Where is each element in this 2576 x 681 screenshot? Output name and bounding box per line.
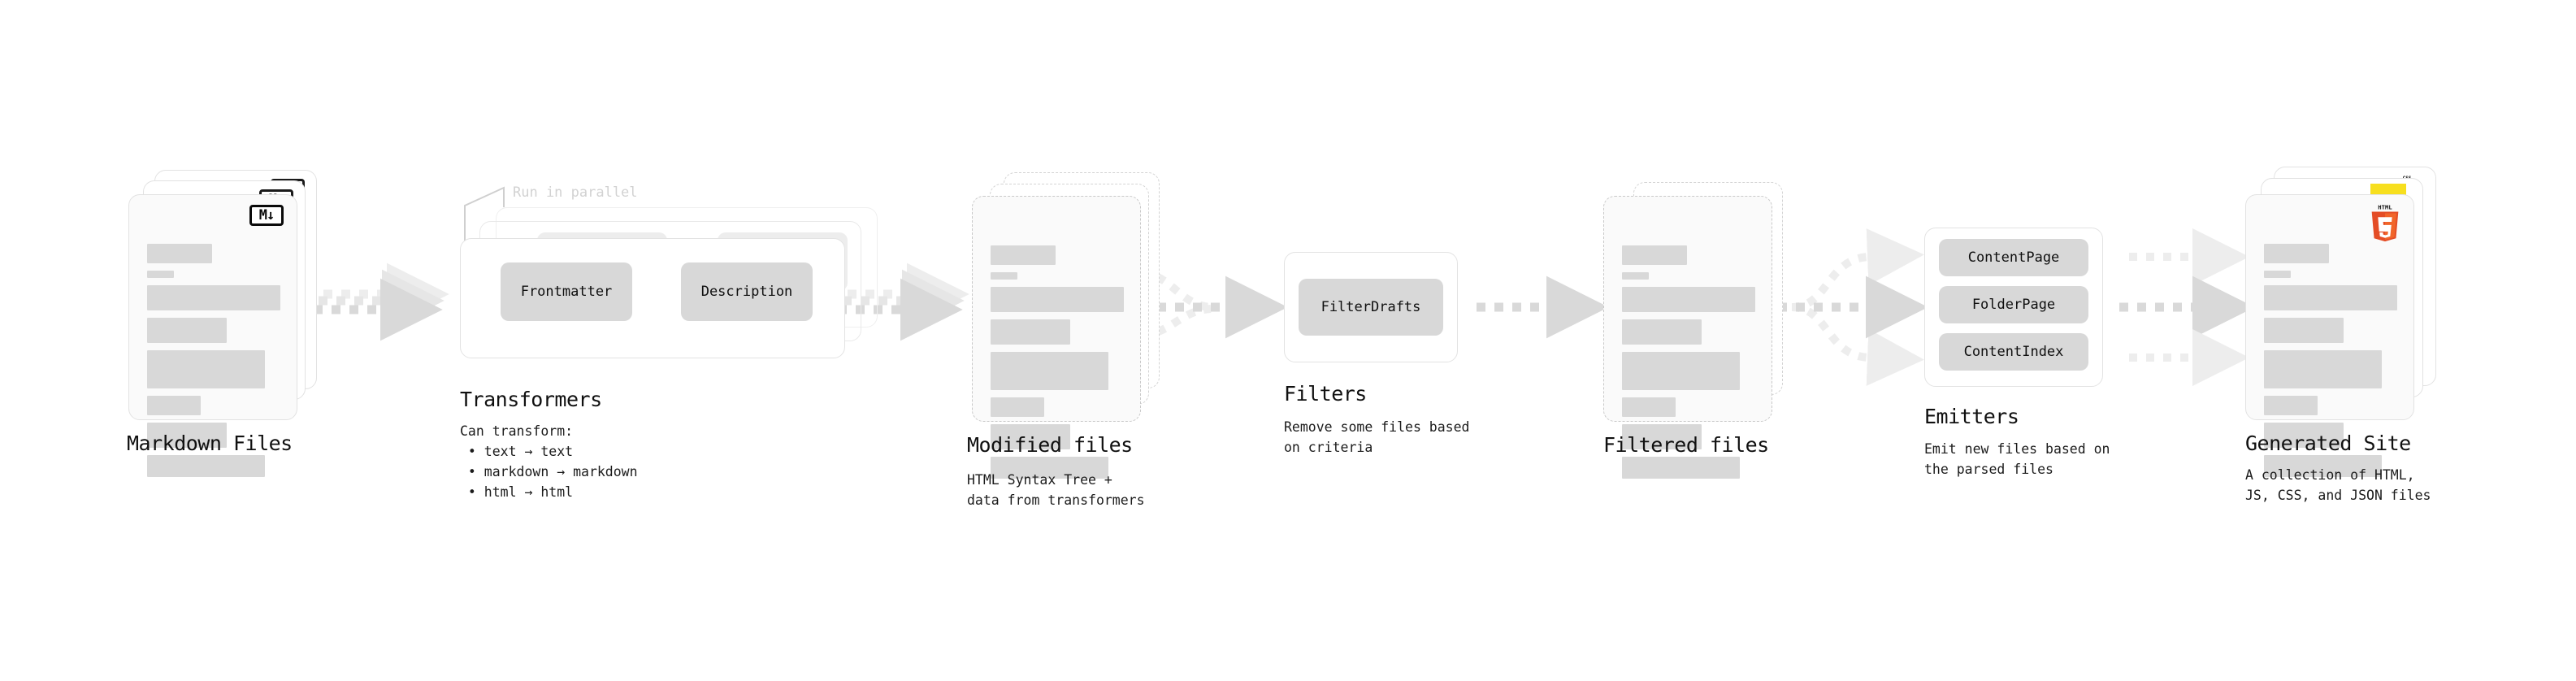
- connector-filtered-to-emitters: [1778, 228, 1928, 386]
- filter-chip-filterdrafts[interactable]: FilterDrafts: [1299, 279, 1443, 336]
- run-in-parallel-label: Run in parallel: [513, 184, 638, 201]
- document-skeleton: [2264, 223, 2397, 484]
- markdown-badge-icon: M↓: [249, 205, 284, 226]
- skeleton-bar: [1622, 352, 1740, 390]
- skeleton-bar: [1622, 457, 1740, 479]
- skeleton-bar: [991, 287, 1124, 312]
- skeleton-bar: [1622, 287, 1755, 312]
- emitter-chip-contentindex[interactable]: ContentIndex: [1939, 333, 2088, 371]
- stage-title-transformers: Transformers: [460, 388, 602, 411]
- document-skeleton: [991, 224, 1124, 486]
- transformer-inner-arrows: [605, 271, 662, 318]
- skeleton-bar: [147, 244, 212, 263]
- skeleton-bar: [991, 245, 1056, 265]
- stage-title-markdown-files: Markdown Files: [127, 432, 293, 455]
- skeleton-bar: [991, 352, 1108, 390]
- file-card-front: [972, 196, 1141, 479]
- skeleton-bar: [1622, 319, 1702, 345]
- stage-title-generated-site: Generated Site: [2245, 432, 2411, 455]
- skeleton-bar: [2264, 455, 2382, 477]
- skeleton-bar: [147, 455, 265, 477]
- skeleton-bar: [2264, 271, 2291, 278]
- document-skeleton: [1622, 224, 1755, 486]
- stage-title-emitters: Emitters: [1924, 405, 2019, 428]
- skeleton-bar: [991, 272, 1017, 280]
- stage-subtitle-emitters: Emit new files based on the parsed files: [1924, 441, 2110, 477]
- transformer-chip-frontmatter[interactable]: Frontmatter: [501, 262, 632, 321]
- file-card-front: M↓: [128, 194, 297, 477]
- skeleton-bar: [2264, 423, 2344, 448]
- skeleton-bar: [2264, 285, 2397, 310]
- skeleton-bar: [1622, 245, 1687, 265]
- skeleton-bar: [147, 285, 280, 310]
- skeleton-bar: [1622, 397, 1676, 417]
- file-card-front: [1603, 196, 1772, 479]
- html5-badge-icon: HTML: [2371, 204, 2399, 242]
- skeleton-bar: [2264, 244, 2329, 263]
- skeleton-bar: [991, 397, 1044, 417]
- stage-subtitle-modified-files: HTML Syntax Tree + data from transformer…: [967, 472, 1145, 508]
- skeleton-bar: [2264, 318, 2344, 343]
- skeleton-bar: [147, 318, 227, 343]
- skeleton-bar: [2264, 396, 2318, 415]
- skeleton-bar: [147, 271, 174, 278]
- stage-title-filters: Filters: [1284, 382, 1367, 406]
- file-card-front-html: HTML: [2245, 194, 2414, 477]
- skeleton-bar: [1622, 272, 1649, 280]
- transformer-chip-description[interactable]: Description: [681, 262, 813, 321]
- skeleton-bar: [1622, 424, 1702, 449]
- stage-subtitle-transformers: Can transform: • text → text • markdown …: [460, 423, 638, 500]
- stage-title-filtered-files: Filtered files: [1603, 433, 1769, 457]
- skeleton-bar: [147, 423, 227, 448]
- svg-text:HTML: HTML: [2378, 204, 2392, 211]
- stage-subtitle-generated-site: A collection of HTML, JS, CSS, and JSON …: [2245, 467, 2431, 503]
- skeleton-bar: [2264, 350, 2382, 388]
- stage-subtitle-filters: Remove some files based on criteria: [1284, 419, 1470, 455]
- skeleton-bar: [991, 424, 1070, 449]
- emitter-chip-contentpage[interactable]: ContentPage: [1939, 239, 2088, 276]
- connector-emitters-to-site: [2119, 228, 2255, 386]
- stage-title-modified-files: Modified files: [967, 433, 1133, 457]
- emitter-chip-folderpage[interactable]: FolderPage: [1939, 286, 2088, 323]
- skeleton-bar: [147, 350, 265, 388]
- skeleton-bar: [147, 396, 201, 415]
- document-skeleton: [147, 223, 280, 484]
- skeleton-bar: [991, 319, 1070, 345]
- skeleton-bar: [991, 457, 1108, 479]
